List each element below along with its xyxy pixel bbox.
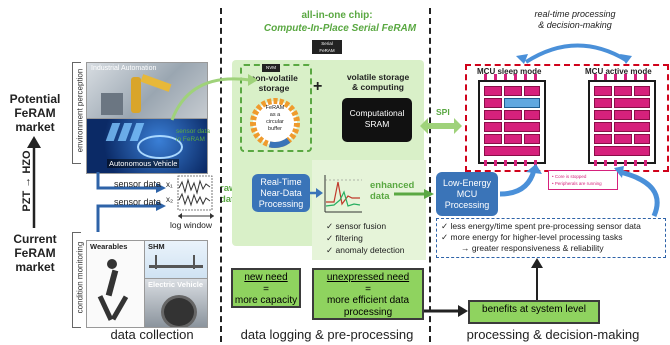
spi-label: SPI — [436, 107, 450, 117]
new-need-title: new need — [244, 272, 288, 283]
environment-perception-label: environment perception — [75, 68, 85, 153]
unexpressed-need-box: unexpressed need = more efficient data p… — [312, 268, 424, 320]
chip-plus: + — [313, 78, 323, 95]
realtime-decision-title: real-time processing & decision-making — [534, 9, 616, 30]
low-energy-mcu-box: Low-Energy MCU Processing — [436, 172, 498, 216]
benefit-responsiveness: → greater responsiveness & reliability — [461, 243, 604, 253]
processing-bullets: ✓ sensor fusion ✓ filtering ✓ anomaly de… — [326, 220, 404, 256]
realtime-to-chart-arrow — [309, 188, 323, 198]
autonomous-vehicle-photo: Autonomous Vehicle — [86, 118, 208, 174]
volatile-storage-label: volatile storage & computing — [346, 72, 410, 92]
sensor-note: sensor data in FeRAM — [176, 128, 210, 143]
shm-photo: SHM — [144, 240, 208, 280]
legend-core-stopped: • Core is stopped — [552, 174, 587, 179]
circular-buffer — [250, 98, 300, 148]
footer-processing-decision: processing & decision-making — [466, 327, 640, 342]
benefit-less-energy: ✓ less energy/time spent pre-processing … — [441, 221, 641, 231]
wearables-photo: Wearables — [86, 240, 146, 328]
spi-arrow — [420, 118, 462, 134]
sensor-arrows — [96, 172, 166, 232]
bullet-filtering: ✓ filtering — [326, 233, 363, 243]
computational-sram: Computational SRAM — [342, 98, 412, 142]
mcu-active-diagram — [588, 80, 656, 164]
mcu-sleep-label: MCU sleep mode — [477, 67, 542, 76]
potential-market-label: Potential FeRAM market — [9, 92, 61, 134]
legend-return-arrow — [614, 166, 660, 218]
needs-to-benefits-arrow — [424, 305, 468, 317]
bullet-sensor-fusion: ✓ sensor fusion — [326, 221, 387, 231]
realtime-processing-box: Real-Time Near-Data Processing — [252, 174, 310, 212]
current-market-label: Current FeRAM market — [13, 232, 57, 274]
unexpressed-need-title: unexpressed need — [326, 272, 410, 283]
circular-buffer-label: FeRAM as a circular buffer — [265, 105, 285, 132]
mcu-active-label: MCU active mode — [585, 67, 652, 76]
signal-x2-label: x₂ — [166, 195, 174, 204]
condition-monitoring-label: condition monitoring — [75, 241, 85, 314]
divider-right — [429, 8, 431, 342]
electric-vehicle-photo: Electric Vehicle — [144, 278, 208, 328]
wearables-caption: Wearables — [90, 242, 128, 251]
condition-bracket — [72, 232, 81, 328]
log-window-label: log window — [170, 220, 213, 230]
benefits-up-arrow — [531, 258, 543, 300]
enhanced-data-label: enhanced data — [370, 180, 415, 202]
autonomous-vehicle-caption: Autonomous Vehicle — [107, 159, 180, 168]
new-need-box: new need = more capacity — [231, 268, 301, 308]
nonvolatile-storage-label: non-volatile storage — [250, 73, 298, 93]
new-need-equals: = — [263, 283, 269, 295]
enhanced-data-arrow — [394, 189, 434, 199]
chip-title: all-in-one chip: — [301, 10, 373, 21]
divider-left — [220, 8, 222, 342]
nvm-tag: NVM — [262, 64, 280, 72]
electric-vehicle-caption: Electric Vehicle — [148, 280, 204, 289]
unexpressed-need-equals: = — [365, 283, 371, 295]
preprocessing-column — [312, 160, 426, 260]
industrial-automation-caption: Industrial Automation — [91, 65, 157, 72]
industrial-automation-photo: Industrial Automation — [86, 62, 208, 120]
shm-caption: SHM — [148, 242, 165, 251]
sensor-data-label-2: sensor data — [114, 197, 162, 207]
market-arrow-label: PZT → HZO — [21, 150, 33, 212]
unexpressed-need-desc: more efficient data processing — [326, 295, 410, 318]
enhanced-signal-chart — [324, 175, 362, 213]
footer-data-collection: data collection — [110, 327, 194, 342]
chip-subtitle-text: Compute-In-Place Serial FeRAM — [263, 23, 417, 34]
mcu-to-sleep-arrow — [499, 164, 542, 197]
sensor-data-label-1: sensor data — [114, 179, 162, 189]
raw-data-label: raw data — [220, 183, 240, 205]
market-arrow — [27, 136, 41, 228]
mcu-sleep-diagram — [478, 80, 546, 164]
mcu-cycle-arrow — [516, 43, 632, 64]
benefits-box: ✓ less energy/time spent pre-processing … — [436, 218, 666, 258]
benefit-more-energy: ✓ more energy for higher-level processin… — [441, 232, 623, 242]
footer-data-logging: data logging & pre-processing — [240, 327, 414, 342]
legend-peripherals-running: • Peripherals are running — [552, 181, 602, 186]
environment-bracket — [72, 62, 81, 164]
new-need-desc: more capacity — [234, 295, 298, 306]
chip-subtitle: Compute-In-Place Serial FeRAM — [230, 23, 450, 34]
raw-signal-waveform — [177, 175, 213, 211]
serial-feram-tag: Serial FeRAM — [312, 40, 342, 54]
log-window-bracket — [178, 213, 214, 219]
system-benefits-box: benefits at system level — [468, 300, 600, 324]
sensor-to-feram-arrow — [170, 74, 258, 121]
bullet-anomaly-detection: ✓ anomaly detection — [326, 245, 405, 255]
mcu-legend: • Core is stopped • Peripherals are runn… — [548, 170, 618, 190]
signal-x1-label: x₁ — [166, 180, 173, 189]
